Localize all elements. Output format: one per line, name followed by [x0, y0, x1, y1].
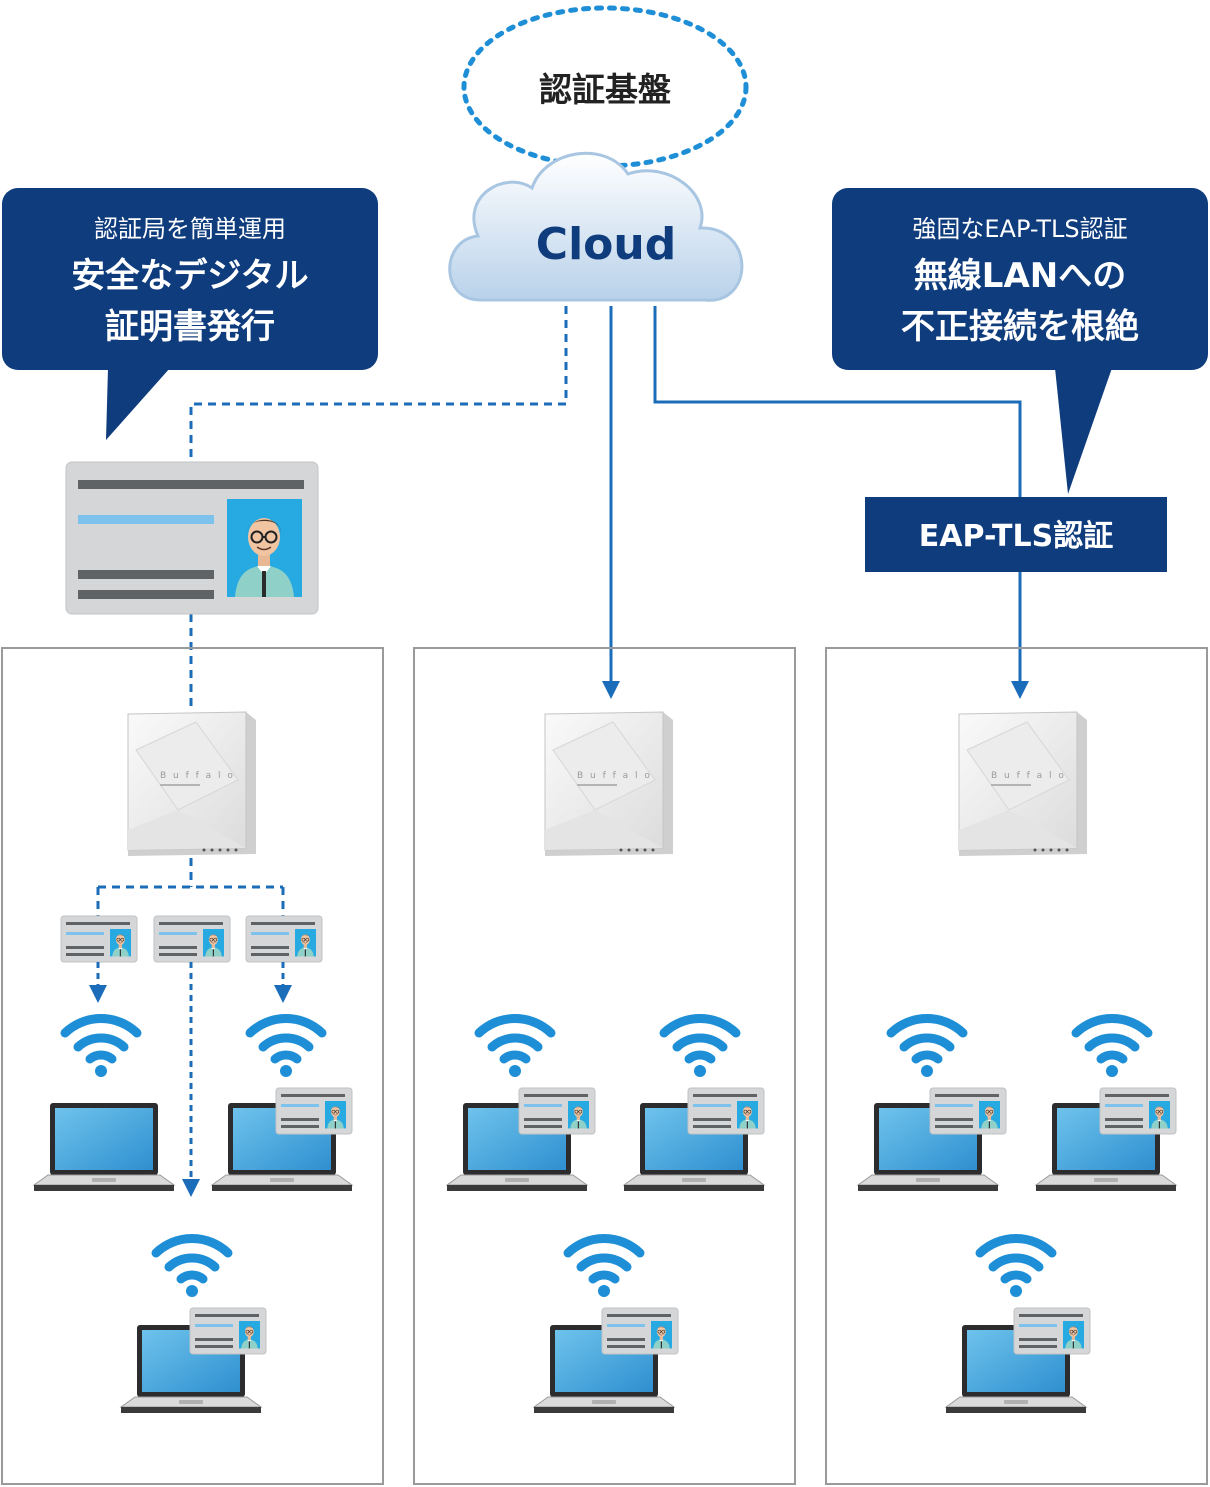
id-card-certificate-icon: [688, 1088, 764, 1134]
id-card-certificate-icon: [190, 1308, 266, 1354]
right-callout-line2: 無線LANへの: [914, 256, 1126, 296]
dashed-connector-cloud-to-certificate: [189, 306, 568, 462]
id-card-certificate-icon: [276, 1088, 352, 1134]
panel-middle: [413, 647, 796, 1485]
left-callout: [2, 188, 378, 440]
wifi-icon: [568, 1239, 640, 1297]
right-callout-line1: 強固なEAP-TLS認証: [912, 215, 1127, 243]
auth-platform-label: 認証基盤: [539, 70, 671, 109]
id-card-certificate-icon: [930, 1088, 1006, 1134]
wireless-access-point-icon: [544, 711, 674, 857]
wireless-access-point-icon: [127, 711, 257, 857]
wifi-icon: [1076, 1019, 1148, 1077]
panel-left: [1, 647, 384, 1485]
left-callout-line1: 認証局を簡単運用: [94, 215, 286, 243]
id-card-certificate-icon: [61, 916, 137, 962]
id-card-certificate-icon: [1100, 1088, 1176, 1134]
panel-right: [825, 647, 1208, 1485]
right-callout-line3: 不正接続を根絶: [901, 307, 1139, 347]
wifi-icon: [65, 1019, 137, 1077]
id-card-certificate-icon: [246, 916, 322, 962]
id-card-certificate-icon: [65, 461, 319, 615]
wifi-icon: [980, 1239, 1052, 1297]
left-callout-line3: 証明書発行: [105, 307, 275, 347]
left-callout-line2: 安全なデジタル: [71, 256, 308, 296]
wifi-icon: [891, 1019, 963, 1077]
id-card-certificate-icon: [519, 1088, 595, 1134]
cloud-label: Cloud: [536, 219, 676, 270]
wireless-access-point-icon: [958, 711, 1088, 857]
dashed-distribution-lines: [96, 858, 285, 916]
cloud-icon: [448, 151, 744, 302]
laptop-icon: [33, 1102, 175, 1192]
connector-cloud-to-eap: [653, 306, 1022, 497]
id-card-certificate-icon: [154, 916, 230, 962]
wifi-icon: [479, 1019, 551, 1077]
eap-tls-label: EAP-TLS認証: [919, 519, 1113, 554]
eap-tls-box: [865, 497, 1167, 572]
wifi-icon: [250, 1019, 322, 1077]
right-callout: [832, 188, 1208, 494]
wifi-icon: [664, 1019, 736, 1077]
wifi-icon: [156, 1239, 228, 1297]
id-card-certificate-icon: [602, 1308, 678, 1354]
id-card-certificate-icon: [1014, 1308, 1090, 1354]
